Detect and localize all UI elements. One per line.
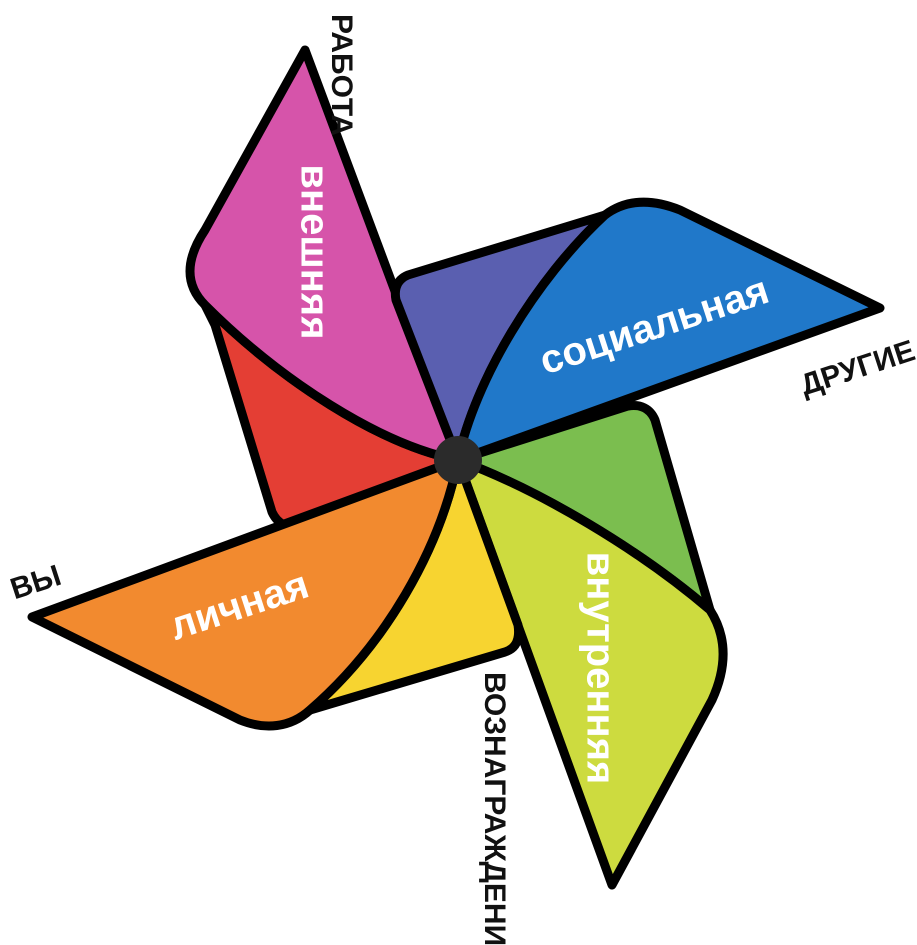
blade-external-outer bbox=[185, 45, 463, 465]
end-label-work: РАБОТА bbox=[325, 14, 358, 136]
blade-label-external: внешняя bbox=[292, 164, 336, 339]
blade-internal bbox=[453, 401, 728, 890]
end-label-others: ДРУГИЕ bbox=[796, 334, 917, 402]
pinwheel-hub bbox=[434, 436, 482, 484]
blade-external bbox=[185, 45, 463, 531]
blade-personal bbox=[27, 455, 524, 731]
blade-internal-outer bbox=[453, 455, 728, 890]
blade-personal-outer bbox=[27, 455, 463, 731]
blade-social bbox=[390, 197, 885, 465]
blade-social-outer bbox=[453, 197, 885, 465]
blade-label-internal: внутренняя bbox=[578, 552, 622, 785]
end-label-reward: ВОЗНАГРАЖДЕНИЕ bbox=[478, 672, 511, 945]
end-label-you: ВЫ bbox=[6, 559, 65, 606]
